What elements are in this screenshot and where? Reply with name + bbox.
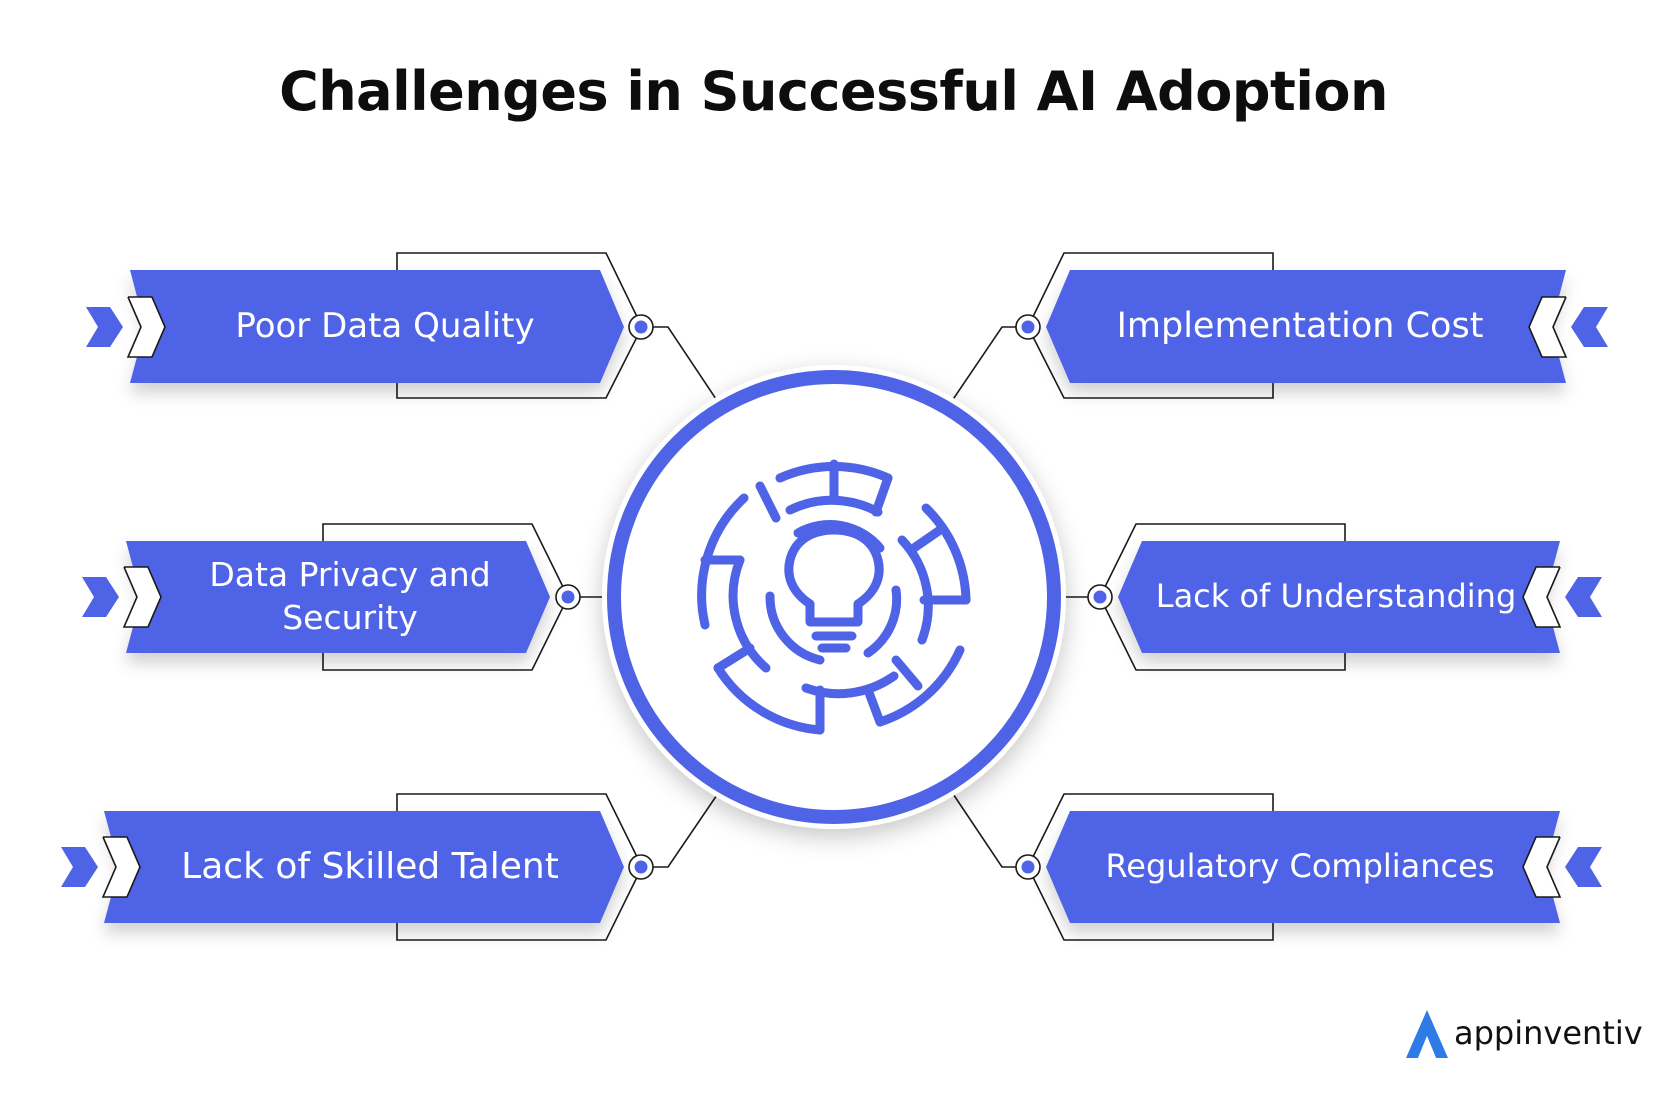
chevron-outline-icon	[1522, 566, 1562, 628]
brand-name: appinventiv	[1454, 1014, 1643, 1052]
chevron-filled-icon	[1565, 847, 1602, 887]
page-title: Challenges in Successful AI Adoption	[279, 60, 1388, 123]
center-hub	[602, 365, 1066, 829]
chevron-outline-icon	[101, 836, 141, 898]
challenge-label-poor-data-quality: Poor Data Quality	[235, 306, 535, 347]
challenge-label-regulatory-compliances: Regulatory Compliances	[1105, 847, 1495, 886]
challenge-card-implementation-cost	[1015, 252, 1608, 399]
challenge-label-implementation-cost: Implementation Cost	[1116, 305, 1484, 346]
challenge-label-lack-understanding: Lack of Understanding	[1155, 577, 1517, 616]
card-banner	[1046, 270, 1566, 383]
card-banner	[130, 270, 624, 383]
chevron-outline-icon	[1528, 296, 1568, 358]
chevron-outline-icon	[1522, 836, 1562, 898]
chevron-filled-icon	[86, 307, 123, 347]
chevron-filled-icon	[1571, 307, 1608, 347]
challenge-card-lack-skilled-talent	[61, 793, 654, 941]
challenge-card-data-privacy	[82, 523, 581, 671]
challenge-card-poor-data-quality	[86, 252, 654, 399]
maze-lightbulb-icon	[697, 459, 971, 735]
chevron-outline-icon	[122, 566, 162, 628]
challenge-card-regulatory-compliances	[1015, 793, 1602, 941]
appinventiv-logo-icon	[1406, 1010, 1448, 1058]
card-banner	[1118, 541, 1560, 653]
challenge-label-lack-skilled-talent: Lack of Skilled Talent	[181, 845, 559, 887]
card-banner	[1046, 811, 1560, 923]
card-banner	[104, 811, 624, 923]
chevron-filled-icon	[82, 577, 119, 617]
card-banner	[126, 541, 550, 653]
challenge-label-data-privacy: Data Privacy and Security	[209, 555, 491, 637]
chevron-outline-icon	[126, 296, 166, 358]
chevron-filled-icon	[1565, 577, 1602, 617]
challenge-card-lack-understanding	[1087, 523, 1602, 671]
chevron-filled-icon	[61, 847, 98, 887]
